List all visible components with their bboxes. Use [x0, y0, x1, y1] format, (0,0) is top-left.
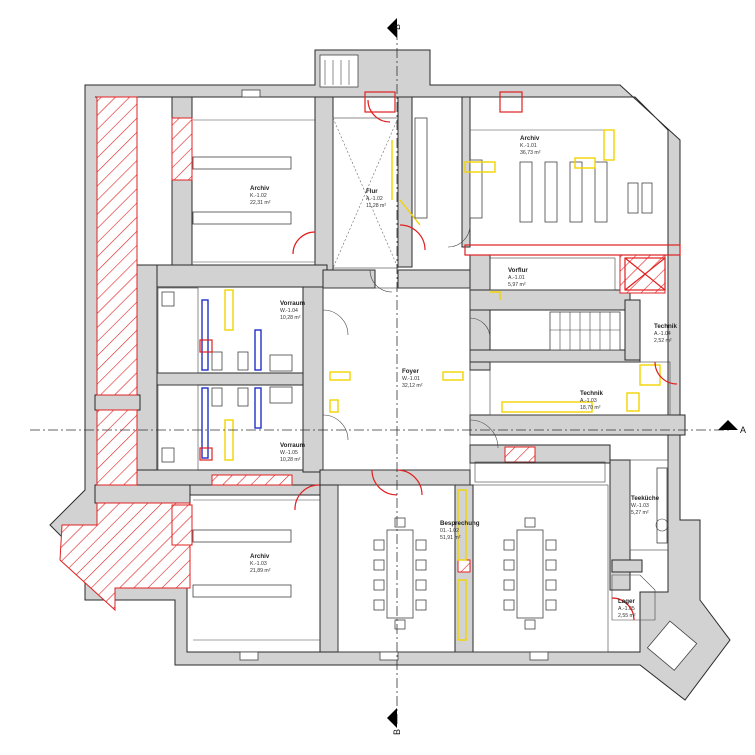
room-name: Lager — [618, 598, 635, 605]
room-area: 5,27 m² — [631, 510, 649, 516]
room-area: 11,28 m² — [366, 203, 386, 209]
room-area: 10,28 m² — [280, 315, 301, 321]
room-code: A.-1.05 — [618, 606, 635, 612]
archiv-top-right-shelving — [414, 117, 681, 256]
section-b-bottom-arrow — [387, 708, 397, 728]
wc-block-bottom — [157, 384, 293, 471]
besprechung-room — [337, 461, 609, 653]
room-name: Archiv — [250, 553, 270, 560]
room-label-foyer: Foyer W.-1.01 32,12 m² — [402, 368, 423, 389]
room-label-lager: Lager A.-1.05 2,55 m² — [618, 598, 636, 619]
room-area: 32,12 m² — [402, 383, 423, 389]
room-code: W.-1.05 — [280, 450, 298, 456]
archiv-top-left-shelving — [192, 89, 315, 263]
room-label-teekueche: Teeküche W.-1.03 5,27 m² — [631, 495, 660, 516]
room-label-technik-large: Technik A.-1.03 18,70 m² — [580, 390, 603, 411]
section-b-top-arrow — [387, 18, 397, 38]
room-label-besprechung: Besprechung 01.-1.02 51,91 m² — [440, 520, 480, 541]
room-name: Archiv — [250, 185, 270, 192]
room-code: A.-1.02 — [366, 196, 383, 202]
room-label-archiv-top-right: Archiv K.-1.01 36,73 m² — [520, 135, 541, 156]
teekueche-room — [629, 459, 669, 551]
section-a-arrow — [718, 420, 738, 430]
room-code: 01.-1.02 — [440, 528, 459, 534]
room-code: A.-1.01 — [508, 275, 525, 281]
room-name: Technik — [654, 323, 677, 330]
room-code: W.-1.04 — [280, 308, 298, 314]
room-label-vorraum-top: Vorraum W.-1.04 10,28 m² — [280, 300, 305, 321]
room-label-flur: Flur A.-1.02 11,28 m² — [366, 188, 386, 209]
room-area: 51,91 m² — [440, 535, 461, 541]
lager-room — [611, 574, 698, 671]
room-label-vorflur: Vorflur A.-1.01 5,97 m² — [508, 267, 528, 288]
room-label-technik-small: Technik A.-1.04 2,52 m² — [654, 323, 677, 344]
room-name: Vorraum — [280, 442, 305, 449]
room-name: Besprechung — [440, 520, 480, 527]
room-name: Flur — [366, 188, 378, 195]
room-name: Archiv — [520, 135, 540, 142]
room-name: Technik — [580, 390, 603, 397]
room-area: 2,55 m² — [618, 613, 636, 619]
room-area: 5,97 m² — [508, 282, 526, 288]
room-label-archiv-bottom-left: Archiv K.-1.03 21,89 m² — [250, 553, 271, 574]
technik-stair — [549, 311, 621, 351]
room-area: 2,52 m² — [654, 338, 672, 344]
room-code: K.-1.03 — [250, 561, 267, 567]
doors — [292, 99, 678, 621]
room-code: W.-1.03 — [631, 503, 649, 509]
archiv-bottom-left-shelving — [192, 499, 549, 661]
room-name: Teeküche — [631, 495, 660, 502]
room-name: Vorraum — [280, 300, 305, 307]
vorflur-room — [489, 257, 666, 300]
room-area: 18,70 m² — [580, 405, 601, 411]
flur-room — [332, 117, 421, 269]
room-area: 21,89 m² — [250, 568, 271, 574]
room-area: 36,73 m² — [520, 150, 541, 156]
foyer-room — [322, 269, 471, 471]
room-code: K.-1.01 — [520, 143, 537, 149]
room-name: Vorflur — [508, 267, 528, 274]
room-code: K.-1.02 — [250, 193, 267, 199]
room-name: Foyer — [402, 368, 419, 375]
section-label-b-bottom: B — [392, 729, 402, 735]
room-code: A.-1.03 — [580, 398, 597, 404]
section-lines — [30, 18, 738, 728]
room-area: 22,31 m² — [250, 200, 271, 206]
room-code: W.-1.01 — [402, 376, 420, 382]
demolition-areas — [59, 96, 666, 612]
room-area: 10,28 m² — [280, 457, 301, 463]
section-label-a: A — [740, 425, 746, 435]
room-code: A.-1.04 — [654, 331, 671, 337]
section-label-b-top: B — [392, 24, 402, 30]
wc-block-top — [157, 287, 293, 374]
technik-large-room — [489, 361, 671, 416]
top-stair — [319, 54, 523, 113]
room-label-vorraum-bottom: Vorraum W.-1.05 10,28 m² — [280, 442, 305, 463]
room-label-archiv-top-left: Archiv K.-1.02 22,31 m² — [250, 185, 271, 206]
